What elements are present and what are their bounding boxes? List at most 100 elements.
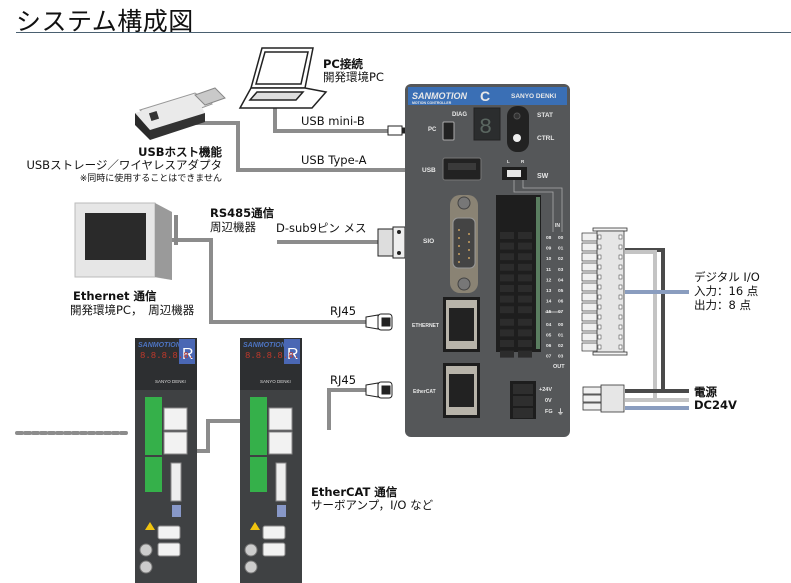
ctrl-label: CTRL	[537, 135, 554, 142]
io-terminal-slot	[518, 285, 532, 292]
io-pin-label: 02	[558, 256, 564, 262]
io-pin-label: 03	[558, 354, 564, 360]
ground-icon: ⏚	[557, 408, 564, 416]
io-terminal-slot	[518, 232, 532, 239]
io-terminal-slot	[500, 242, 514, 250]
rj45-label-ethernet: RJ45	[330, 304, 357, 318]
controller-subtitle: MOTION CONTROLLER	[412, 101, 452, 105]
io-plug-connector	[581, 227, 628, 356]
io-terminal-slot	[500, 232, 514, 239]
io-plug-pin	[581, 272, 598, 282]
wire-io-light	[625, 250, 689, 402]
io-terminal-slot	[518, 253, 532, 261]
io-terminal-slot	[518, 329, 532, 337]
io-pin-label: 10	[546, 256, 552, 262]
servo-amp-terminal	[250, 397, 267, 455]
power-plug-connector	[582, 384, 625, 413]
servo-amp-rj45	[163, 431, 188, 455]
title-divider	[16, 32, 791, 33]
io-plug-pin	[581, 252, 598, 262]
pc-connection-sub: 開発環境PC	[323, 70, 384, 84]
servo-amp-terminal	[250, 457, 267, 492]
usb-type-a-label: USB Type-A	[301, 153, 367, 167]
io-pin-label: 13	[546, 288, 552, 294]
servo-amp-display: 8.8.8.8.8.	[245, 351, 299, 361]
io-terminal-slot	[518, 242, 532, 250]
pc-port-label: PC	[428, 127, 437, 133]
usb-host-title: USBホスト機能	[138, 145, 222, 159]
power-0v-label: 0V	[545, 398, 552, 404]
cable-usb-mini-b	[273, 105, 390, 133]
servo-amp-model: R	[287, 346, 299, 363]
rj45-plug-2	[365, 381, 393, 399]
io-pin-label: 05	[546, 332, 552, 338]
ethernet-port-label: ETHERNET	[412, 323, 439, 329]
usb-mini-b-plug	[387, 125, 407, 136]
cable-ethernet	[170, 238, 368, 324]
ctrl-led	[513, 134, 521, 142]
io-pin-label: 06	[546, 343, 552, 349]
io-pin-label: 04	[558, 277, 564, 283]
io-terminal-slot	[500, 274, 514, 282]
servo-amp-terminal	[145, 397, 162, 455]
io-terminal-slot	[500, 263, 514, 271]
io-terminal-slot	[500, 329, 514, 337]
diag-7seg-display: 8	[479, 115, 492, 140]
io-pin-label: 12	[546, 277, 552, 283]
sio-dsub-port[interactable]	[450, 195, 478, 293]
controller-model: C	[480, 88, 490, 104]
io-pin-label: 06	[558, 299, 564, 305]
stat-led	[513, 112, 521, 120]
io-pin-label: 03	[558, 267, 564, 273]
led-housing	[507, 106, 529, 152]
sw-r-label: R	[521, 159, 525, 164]
power-sub: DC24V	[694, 398, 737, 412]
ethernet-rj45-port[interactable]	[443, 297, 480, 352]
io-plug-pin	[581, 332, 598, 342]
io-out-label: OUT	[553, 364, 565, 370]
page-title: システム構成図	[16, 7, 194, 36]
power-title: 電源	[694, 385, 717, 399]
io-terminal-slot	[500, 253, 514, 261]
ethercat-sub: サーボアンプ，I/O など	[311, 498, 434, 512]
servo-amp-brand: SANMOTION	[138, 342, 182, 349]
io-plug-pin	[581, 242, 598, 252]
power-terminal-block[interactable]	[510, 381, 536, 419]
servo-amp-maker: SANYO DENKI	[260, 379, 291, 384]
usb-host-sub: USBストレージ／ワイヤレスアダプタ	[26, 158, 222, 172]
io-terminal-slot	[500, 306, 514, 314]
io-pin-label: 02	[558, 343, 564, 349]
io-plug-pin	[581, 322, 598, 332]
ethercat-rj45-port[interactable]	[443, 363, 480, 418]
io-terminal-slot	[518, 274, 532, 282]
io-plug-pin	[581, 342, 598, 352]
io-plug-pin	[581, 302, 598, 312]
io-plug-pin	[581, 262, 598, 272]
servo-amp-maker: SANYO DENKI	[155, 379, 186, 384]
io-plug-pin	[581, 232, 598, 242]
dsub9-label: D-sub9ピン メス	[276, 221, 367, 235]
dsub9-connector	[377, 226, 406, 259]
io-pin-label: 00	[558, 235, 564, 241]
cable-ethercat-main	[327, 388, 368, 430]
sw-l-label: L	[507, 159, 510, 164]
rj45-label-ethercat: RJ45	[330, 373, 357, 387]
digital-io-title: デジタル I/O	[694, 270, 760, 284]
power-fg-label: FG	[545, 409, 553, 415]
rs485-sub: 周辺機器	[210, 220, 256, 234]
io-pin-label: 07	[546, 354, 552, 360]
servo-amp-rj45	[268, 407, 293, 431]
servo-amp-model: R	[182, 346, 194, 363]
usb-host-note: ※同時に使用することはできません	[79, 174, 222, 184]
io-terminal-slot	[500, 340, 514, 347]
stat-label: STAT	[537, 112, 553, 119]
io-terminal-block[interactable]	[496, 195, 541, 352]
io-plug-pin	[581, 282, 598, 292]
servo-amp-terminal	[145, 457, 162, 492]
usb-mini-b-port[interactable]	[442, 121, 455, 141]
touch-panel-image	[74, 202, 178, 280]
io-terminal-slot	[500, 285, 514, 292]
servo-amp-display: 8.8.8.8.8.	[140, 351, 194, 361]
